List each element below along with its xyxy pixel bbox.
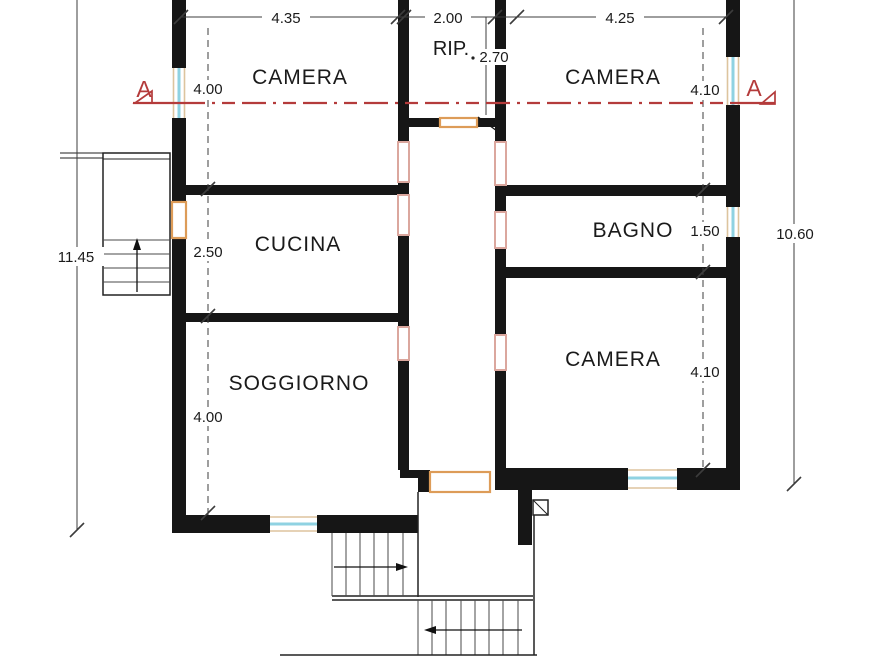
door-camera-top-left: [397, 141, 410, 183]
wall-segment: [495, 468, 628, 490]
dim-ticks-inner-right: [695, 182, 711, 478]
dim-top-1: 4.35: [271, 10, 300, 27]
section-label-left: A: [136, 76, 152, 102]
wall-segment: [500, 185, 733, 196]
window-camera-top-right: [726, 57, 740, 105]
dim-ticks-inner-left: [200, 181, 216, 521]
section-flag-left: [132, 89, 153, 104]
wall-segment: [495, 185, 506, 212]
pillar: [532, 499, 549, 516]
wall-segment: [726, 105, 740, 207]
door-stairs-landing: [170, 200, 188, 240]
section-flag-right: [758, 90, 776, 105]
door-rip-swing: [477, 116, 498, 132]
door-soggiorno: [397, 326, 410, 361]
dim-soggiorno-depth: 4.00: [193, 409, 222, 426]
walls: [172, 0, 740, 545]
wall-segment: [398, 118, 440, 127]
stairs-left-outline: [102, 152, 171, 296]
section-line: A A: [132, 75, 776, 105]
wall-segment: [180, 313, 405, 322]
dim-bagno-depth: 1.50: [690, 223, 719, 240]
room-label-camera-bottom-right: CAMERA: [565, 348, 661, 371]
stairs-left-arrowhead: [133, 238, 141, 250]
window-camera-top-left: [172, 68, 186, 118]
wall-segment: [398, 235, 409, 327]
dim-tick-right-end: [786, 476, 802, 492]
room-label-camera-top-right: CAMERA: [565, 66, 661, 89]
window-bagno: [726, 207, 740, 237]
doors: [170, 116, 507, 494]
dim-tick-left-end: [69, 522, 85, 538]
wall-segment: [418, 478, 430, 492]
door-bagno: [494, 211, 507, 249]
wall-segment: [180, 185, 405, 195]
dim-dot-rip: [471, 56, 475, 60]
dim-camera-tl-depth: 4.00: [193, 81, 222, 98]
windows: [172, 57, 740, 533]
wall-segment: [398, 0, 409, 142]
wall-segment: [400, 470, 430, 478]
door-rip: [438, 116, 479, 129]
wall-segment: [518, 490, 532, 545]
dim-left-overall: 11.45: [58, 249, 94, 266]
room-label-rip: RIP.: [433, 38, 469, 60]
wall-segment: [398, 360, 409, 470]
door-cucina: [397, 194, 410, 236]
wall-segment: [172, 515, 270, 533]
dim-camera-tr-depth: 4.10: [690, 82, 719, 99]
stairs-left: [60, 152, 171, 296]
wall-segment: [726, 0, 740, 57]
dim-ticks-top: [173, 9, 734, 25]
door-camera-top-right: [494, 141, 507, 186]
wall-segment: [317, 515, 418, 533]
stairs-upper-arrowhead: [396, 563, 408, 571]
dim-rip-depth: 2.70: [479, 49, 508, 66]
stairs-lower-arrowhead: [424, 626, 436, 634]
section-label-right: A: [746, 75, 762, 101]
wall-segment: [726, 237, 740, 468]
stairs-upper-treads: [331, 533, 404, 596]
dim-top-3: 4.25: [605, 10, 634, 27]
room-label-bagno: BAGNO: [593, 219, 674, 242]
stairs-left-top-edge: [60, 152, 170, 160]
room-label-cucina: CUCINA: [255, 233, 342, 256]
labels: 4.35 2.00 4.25 11.45 10.60 4.00 2.50 4.0…: [49, 9, 823, 426]
dim-top-2: 2.00: [433, 10, 462, 27]
wall-segment: [495, 0, 506, 142]
wall-segment: [172, 0, 186, 68]
dim-cucina-depth: 2.50: [193, 244, 222, 261]
wall-segment: [172, 118, 186, 202]
wall-segment: [500, 267, 733, 278]
wall-segment: [495, 370, 506, 470]
wall-segment: [677, 468, 740, 490]
wall-segment: [495, 248, 506, 335]
room-label-soggiorno: SOGGIORNO: [229, 372, 370, 395]
porch-bottom-edge: [332, 595, 533, 601]
entrance-porch: [280, 492, 549, 656]
door-entrance: [428, 470, 492, 494]
window-camera-bottom-right: [628, 468, 677, 490]
door-camera-bottom-right: [494, 334, 507, 371]
room-label-camera-top-left: CAMERA: [252, 66, 348, 89]
dim-right-overall: 10.60: [776, 226, 814, 243]
window-soggiorno: [270, 515, 317, 533]
dim-camera-br-depth: 4.10: [690, 364, 719, 381]
dimension-lines: [69, 0, 802, 538]
wall-segment: [172, 238, 186, 533]
wall-segment: [477, 118, 506, 127]
